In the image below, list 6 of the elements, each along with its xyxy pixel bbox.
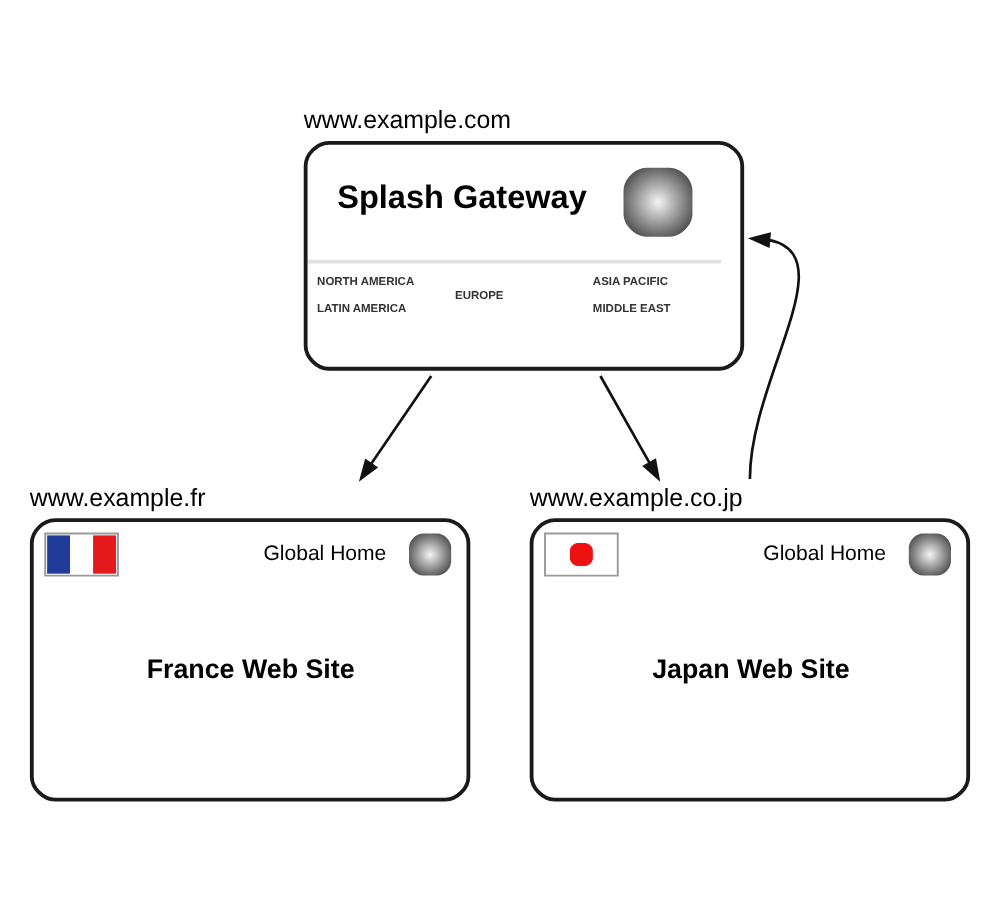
node-label: www.example.com (303, 105, 512, 134)
node-label: www.example.fr (29, 482, 206, 511)
arrow (747, 231, 800, 478)
node-label: www.example.co.jp (529, 482, 743, 511)
arrow (599, 374, 661, 481)
arrow (358, 374, 433, 481)
